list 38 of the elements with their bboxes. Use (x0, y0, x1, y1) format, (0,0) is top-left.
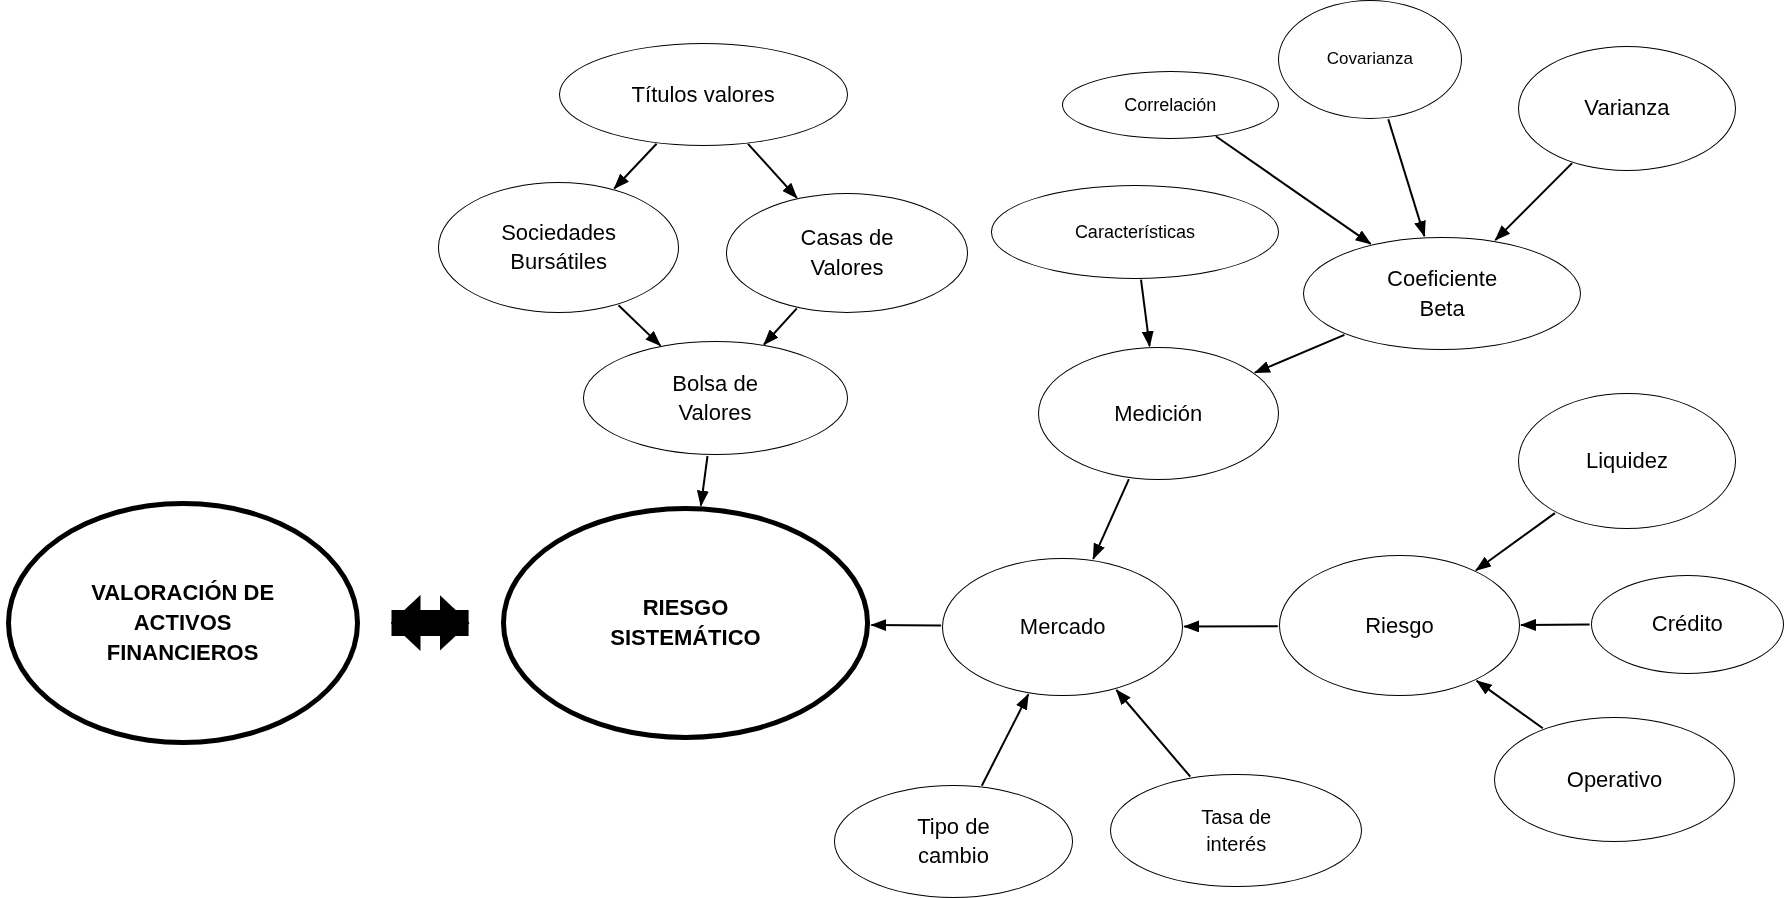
arrow (747, 142, 798, 199)
node-label: Características (1074, 220, 1195, 244)
node-label: VALORACIÓN DE ACTIVOS FINANCIEROS (90, 579, 276, 667)
node-label: Liquidez (1586, 446, 1668, 475)
arrow (1140, 278, 1154, 348)
node-label: Covarianza (1326, 48, 1413, 71)
arrow (1115, 689, 1192, 778)
arrow (613, 142, 658, 190)
node-label: Sociedades Bursátiles (500, 218, 618, 277)
node-label: RIESGO SISTEMÁTICO (609, 594, 762, 652)
node-label: Títulos valores (631, 80, 775, 109)
node-label: Crédito (1651, 610, 1723, 639)
arrow (1387, 118, 1426, 238)
arrow (870, 619, 943, 632)
node-label: Medición (1114, 399, 1203, 428)
node-label: Coeficiente Beta (1386, 264, 1499, 323)
arrow (1092, 478, 1130, 560)
arrow (980, 693, 1030, 787)
arrow (1520, 618, 1591, 631)
node-label: Varianza (1584, 94, 1670, 123)
arrow (1475, 679, 1544, 730)
arrow (1214, 135, 1372, 245)
node-label: Casas de Valores (799, 224, 895, 283)
node-label: Tasa de interés (1200, 804, 1273, 857)
arrow (763, 307, 798, 346)
arrow (696, 455, 709, 507)
arrow (1475, 512, 1556, 572)
node-label: Mercado (1019, 613, 1106, 642)
node-label: Operativo (1566, 765, 1663, 794)
node-label: Riesgo (1365, 611, 1434, 640)
node-label: Tipo de cambio (916, 812, 991, 871)
node-label: Correlación (1124, 93, 1217, 117)
node-label: Bolsa de Valores (671, 369, 759, 428)
arrow (617, 304, 662, 347)
double-block-arrow (390, 594, 470, 651)
arrow (1494, 162, 1574, 242)
arrow (1253, 333, 1346, 374)
arrow (1183, 620, 1279, 633)
